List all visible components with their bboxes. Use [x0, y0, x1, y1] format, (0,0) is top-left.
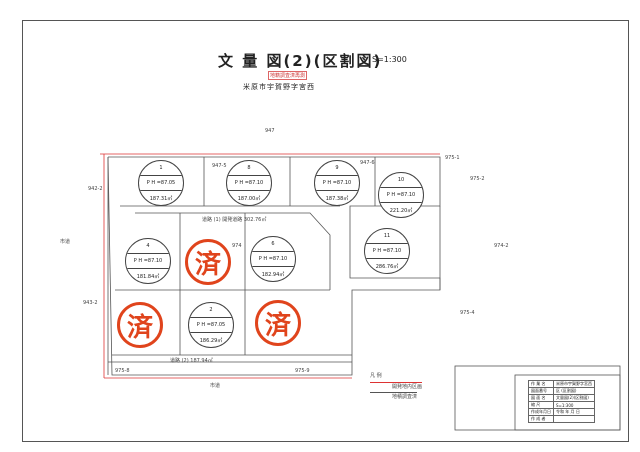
city-road-label: 市道	[210, 383, 221, 389]
parcel-975-1: 975-1	[445, 155, 460, 161]
legend-item-1: 開発地内区画	[370, 382, 423, 390]
parcel-975-4: 975-4	[460, 310, 475, 316]
road-2-label: 道路 (2) 187.94㎡	[170, 358, 213, 364]
parcel-975-8: 975-8	[115, 368, 130, 374]
parcel-947-5: 947-5	[212, 163, 227, 169]
road-1-label: 道路 (1) 開発道路 302.76㎡	[202, 217, 267, 223]
title-block: 作 業 名米原市宇賀野字宮西 図面番号区 (区割図) 図 面 名文量図(2)(区…	[528, 380, 595, 423]
completed-stamp: 済	[255, 300, 301, 346]
parcel-975-9: 975-9	[295, 368, 310, 374]
parcel-942-2: 942-2	[88, 186, 103, 192]
completed-stamp: 済	[185, 239, 231, 285]
parcel-947-6: 947-6	[360, 160, 375, 166]
city-road-label-west: 市道	[60, 239, 71, 245]
parcel-975-2: 975-2	[470, 176, 485, 182]
page-title: 文 量 図(2)(区割図)	[218, 52, 383, 70]
parcel-943-2: 943-2	[83, 300, 98, 306]
scale-label: S=1:300	[372, 55, 407, 64]
parcel-974-2: 974-2	[494, 243, 509, 249]
location-label: 米原市宇賀野字宮西	[243, 83, 315, 91]
legend-title: 凡 例	[370, 373, 382, 379]
parcel-974: 974	[232, 243, 242, 249]
drawing-frame	[22, 20, 629, 442]
survey-stamp-label: 地籍調査済再測	[268, 71, 308, 80]
legend-item-2: 地積調査済	[370, 392, 418, 400]
parcel-947: 947	[265, 128, 275, 134]
completed-stamp: 済	[117, 302, 163, 348]
